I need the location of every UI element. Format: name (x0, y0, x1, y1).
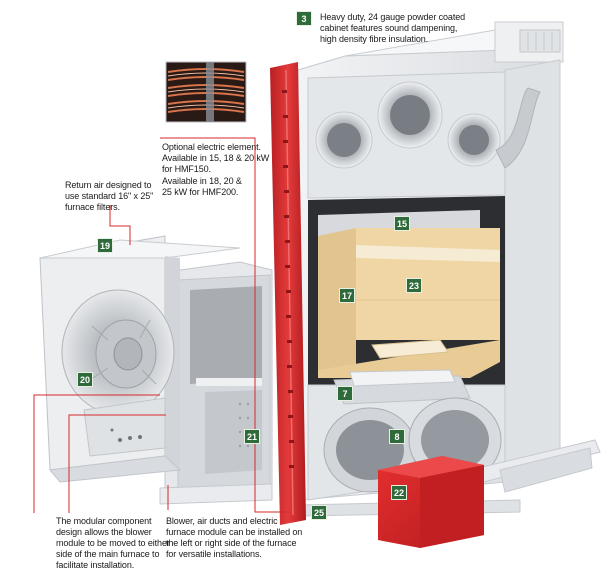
callout-cabinet: Heavy duty, 24 gauge powder coated cabin… (320, 12, 466, 44)
badge-20: 20 (77, 372, 93, 387)
oil-burner-box (378, 456, 484, 548)
badge-7: 7 (337, 386, 353, 401)
electric-element-column (270, 62, 306, 525)
leader-lines (33, 137, 290, 513)
flue-pipes (315, 81, 541, 169)
badge-23: 23 (406, 278, 422, 293)
callout-return-air: Return air designed to use standard 16" … (65, 180, 154, 212)
badge-25: 25 (311, 505, 327, 520)
electric-element-inset (165, 61, 247, 123)
callout-electric-element-200: Available in 18, 20 & 25 kW for HMF200. (162, 176, 242, 197)
badge-17: 17 (339, 288, 355, 303)
badge-3: 3 (296, 11, 312, 26)
badge-22: 22 (391, 485, 407, 500)
blower-module (39, 235, 241, 483)
leader-return-air (109, 205, 131, 245)
callout-electric-element: Optional electric element. Available in … (162, 142, 270, 174)
leader-modular (33, 394, 160, 513)
callout-modular-design: The modular component design allows the … (56, 516, 170, 570)
badge-15: 15 (394, 216, 410, 231)
callout-blower-ducts: Blower, air ducts and electric furnace m… (166, 516, 303, 559)
badge-21: 21 (244, 429, 260, 444)
leader-modular-2 (68, 414, 166, 513)
electric-furnace-module (159, 261, 273, 505)
badge-19: 19 (97, 238, 113, 253)
leader-element (160, 137, 290, 513)
badge-8: 8 (389, 429, 405, 444)
